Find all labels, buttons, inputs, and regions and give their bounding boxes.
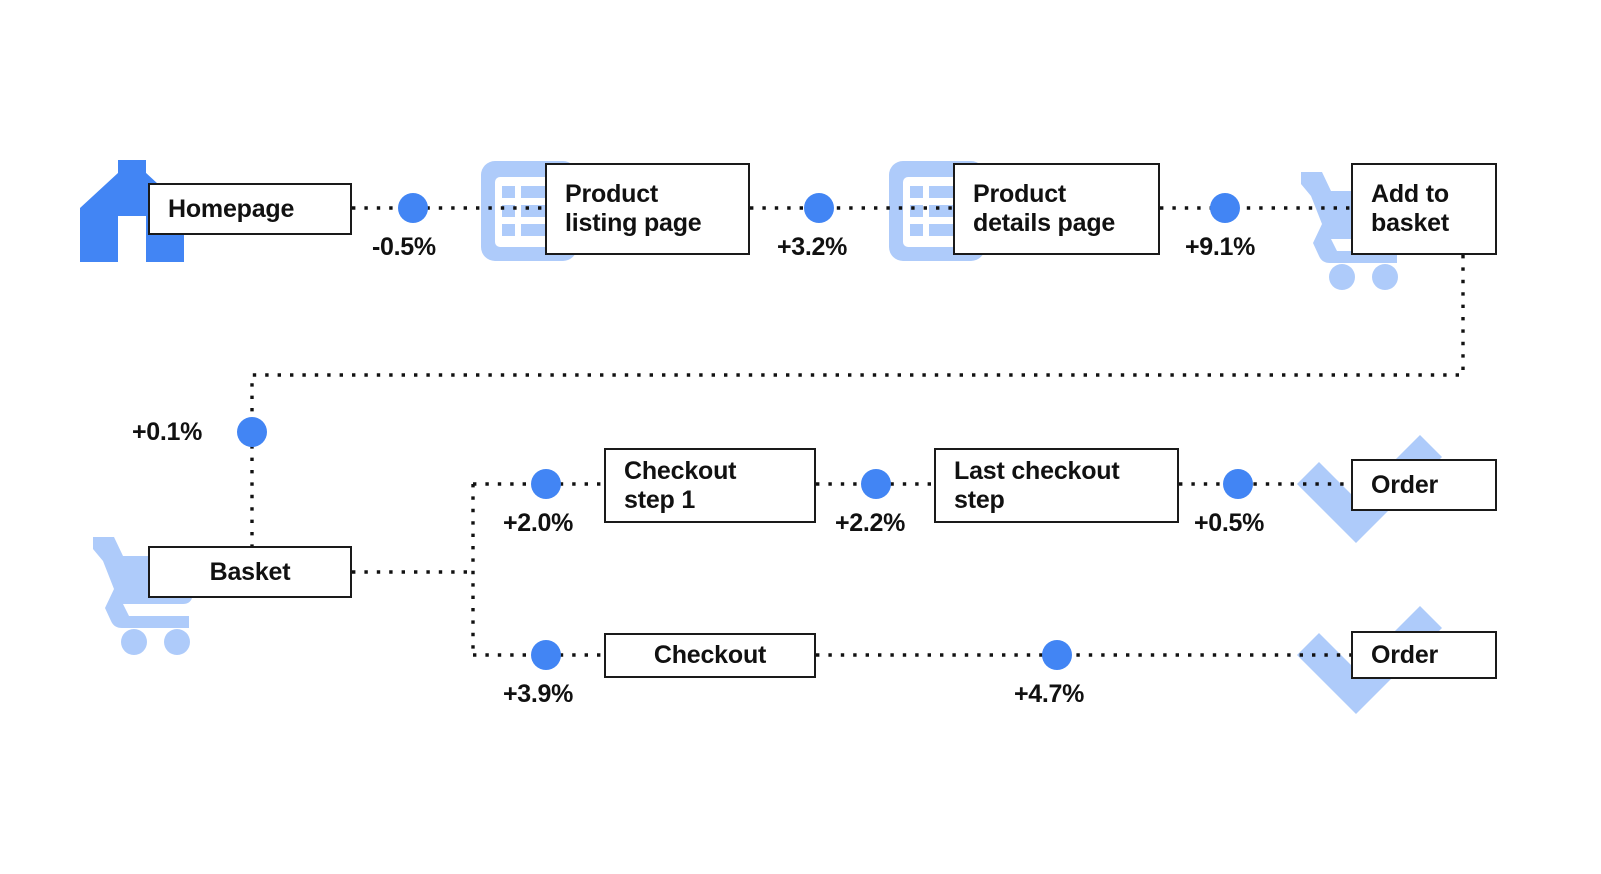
metric-label-details-to-addtobasket: +9.1%: [1185, 233, 1256, 261]
node-basket[interactable]: Basket: [148, 546, 352, 598]
metric-dot[interactable]: [861, 469, 891, 499]
node-homepage[interactable]: Homepage: [148, 183, 352, 235]
node-order-bottom[interactable]: Order: [1351, 631, 1497, 679]
metric-label-checkout1-to-last: +2.2%: [835, 509, 906, 537]
metric-dot[interactable]: [237, 417, 267, 447]
metric-label-basket-to-checkout-step-1: +2.0%: [503, 509, 574, 537]
metric-dot[interactable]: [1210, 193, 1240, 223]
metric-label-checkout-to-order-bottom: +4.7%: [1014, 680, 1085, 708]
metric-dot[interactable]: [1223, 469, 1253, 499]
node-label-order-top: Order: [1371, 470, 1439, 499]
node-label-basket: Basket: [209, 557, 291, 586]
metric-dot[interactable]: [1042, 640, 1072, 670]
node-label-homepage: Homepage: [168, 194, 295, 223]
node-label-order-bottom: Order: [1371, 640, 1439, 669]
metric-label-basket-to-checkout: +3.9%: [503, 680, 574, 708]
node-label-checkout: Checkout: [653, 641, 767, 669]
metric-label-last-to-order-top: +0.5%: [1194, 509, 1265, 537]
metric-label-addtobasket-to-basket: +0.1%: [132, 418, 203, 446]
metric-dot[interactable]: [398, 193, 428, 223]
metric-label-homepage-to-listing: -0.5%: [372, 233, 436, 261]
node-checkout[interactable]: Checkout: [604, 633, 816, 678]
metric-label-listing-to-details: +3.2%: [777, 233, 848, 261]
metric-dot[interactable]: [804, 193, 834, 223]
metric-dot[interactable]: [531, 469, 561, 499]
metric-dot[interactable]: [531, 640, 561, 670]
edge-addtobasket-to-basket: [250, 255, 1465, 546]
node-order-top[interactable]: Order: [1351, 459, 1497, 511]
